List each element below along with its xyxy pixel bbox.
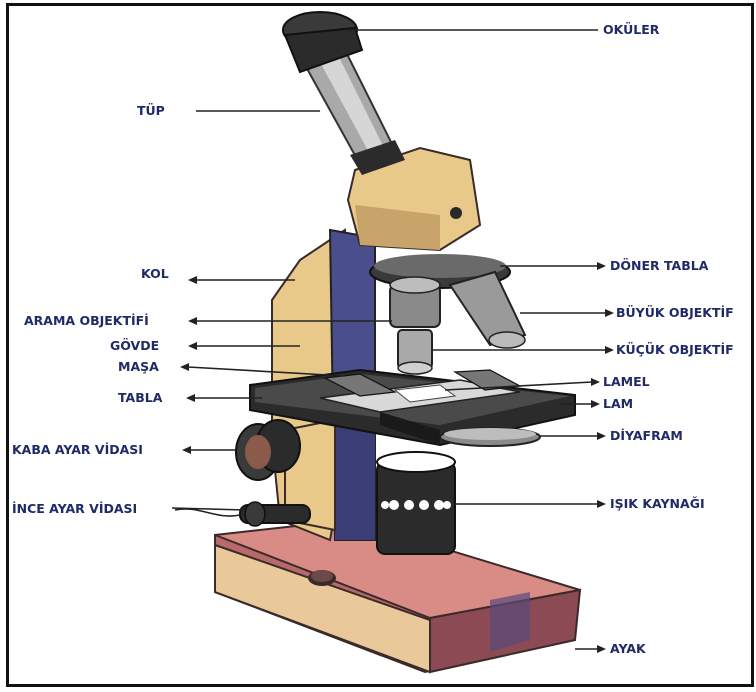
objectives (390, 272, 525, 374)
label-ince-ayar-vidasi: İNCE AYAR VİDASI (12, 501, 137, 516)
label-masa: MAŞA (118, 359, 159, 374)
fine-adjustment-knob (240, 502, 310, 526)
label-lamel: LAMEL (603, 374, 650, 389)
label-arama-objektifi: ARAMA OBJEKTİFİ (24, 313, 149, 328)
label-okuler: OKÜLER (603, 22, 660, 37)
label-diyafram: DİYAFRAM (610, 428, 683, 443)
label-tup: TÜP (137, 103, 165, 118)
label-buyuk-objektif: BÜYÜK OBJEKTİF (616, 305, 734, 320)
label-kaba-ayar-vidasi: KABA AYAR VİDASI (12, 442, 143, 457)
label-tabla: TABLA (118, 390, 163, 405)
label-ayak: AYAK (610, 641, 647, 656)
label-doner-tabla: DÖNER TABLA (610, 258, 709, 273)
label-govde: GÖVDE (110, 338, 159, 353)
label-isik-kaynagi: IŞIK KAYNAĞI (610, 496, 705, 511)
label-kucuk-objektif: KÜÇÜK OBJEKTİF (616, 342, 734, 357)
head-tube (283, 12, 480, 250)
light-source (377, 452, 455, 554)
label-kol: KOL (141, 266, 169, 281)
diaphragm (440, 428, 540, 446)
label-lam: LAM (603, 396, 633, 411)
